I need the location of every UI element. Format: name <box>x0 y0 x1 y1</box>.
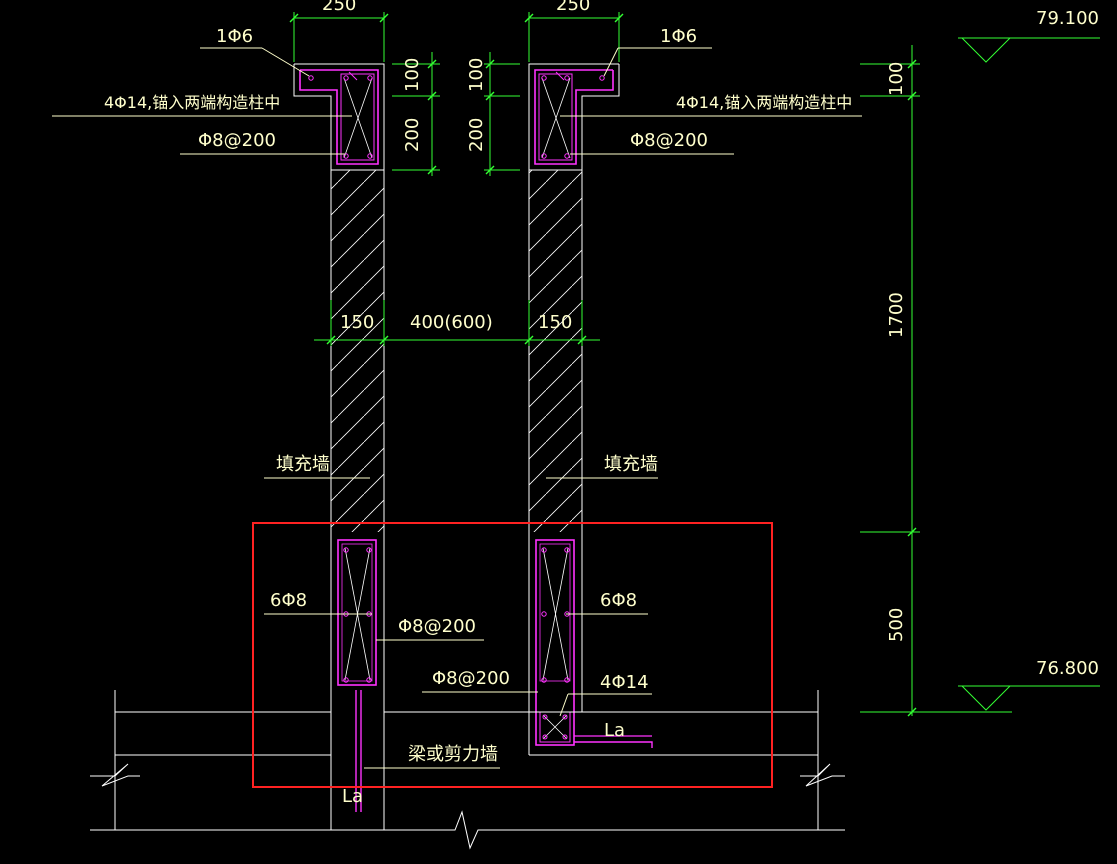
right-cap <box>528 63 620 171</box>
left-wall-hatch <box>331 170 384 532</box>
label-tie-top-left: Φ8@200 <box>198 130 276 151</box>
label-main-bar-top-right: 4Φ14,锚入两端构造柱中 <box>676 93 852 112</box>
dimension-ticks <box>289 13 917 717</box>
left-column-rebar <box>337 539 377 812</box>
dim-cap-height-b: 200 <box>402 118 423 152</box>
dim-top-width-right: 250 <box>556 0 590 15</box>
dim-cap-height-a: 100 <box>402 58 423 92</box>
left-cap-rebar <box>299 69 379 165</box>
label-infill-left: 填充墙 <box>276 454 330 475</box>
label-main-bottom-right: 4Φ14 <box>600 672 649 693</box>
dim-top-width-left: 250 <box>322 0 356 15</box>
label-stirrup-top-left: 1Φ6 <box>216 26 253 47</box>
label-anchor-right: La <box>604 720 625 741</box>
highlight-box <box>252 522 773 788</box>
right-column-rebar <box>535 539 653 748</box>
elevation-top: 79.100 <box>1036 8 1099 29</box>
left-cap <box>293 63 385 171</box>
label-infill-right: 填充墙 <box>604 454 658 475</box>
dim-cap-height-b-right: 200 <box>466 118 487 152</box>
label-beam: 梁或剪力墙 <box>408 744 498 765</box>
label-tie-top-right: Φ8@200 <box>630 130 708 151</box>
dim-right-mid: 1700 <box>886 292 907 338</box>
dim-right-top: 100 <box>886 62 907 96</box>
leader-lines <box>52 47 862 769</box>
dim-cap-height-a-right: 100 <box>466 58 487 92</box>
dimension-texts: 250 250 100 200 100 200 150 400(600) 150… <box>322 0 1099 679</box>
right-wall <box>528 170 583 755</box>
elevation-bottom: 76.800 <box>1036 658 1099 679</box>
dim-wall-thickness-right: 150 <box>538 312 572 333</box>
label-anchor-left: La <box>342 786 363 807</box>
label-stirrup-top-right: 1Φ6 <box>660 26 697 47</box>
label-main-bar-top-left: 4Φ14,锚入两端构造柱中 <box>104 93 280 112</box>
annotation-texts: 1Φ6 1Φ6 4Φ14,锚入两端构造柱中 4Φ14,锚入两端构造柱中 Φ8@2… <box>104 26 852 807</box>
dim-wall-gap: 400(600) <box>410 312 493 333</box>
dim-wall-thickness-left: 150 <box>340 312 374 333</box>
dimension-lines <box>293 12 1100 716</box>
label-bar-bottom-right: 6Φ8 <box>600 590 637 611</box>
right-wall-hatch <box>529 170 582 532</box>
label-bar-bottom-left: 6Φ8 <box>270 590 307 611</box>
right-cap-rebar <box>534 69 614 165</box>
left-wall <box>330 170 385 830</box>
base-beam <box>90 690 845 850</box>
label-tie-bottom-right: Φ8@200 <box>432 668 510 689</box>
label-tie-bottom-left: Φ8@200 <box>398 616 476 637</box>
dim-right-bottom: 500 <box>886 608 907 642</box>
